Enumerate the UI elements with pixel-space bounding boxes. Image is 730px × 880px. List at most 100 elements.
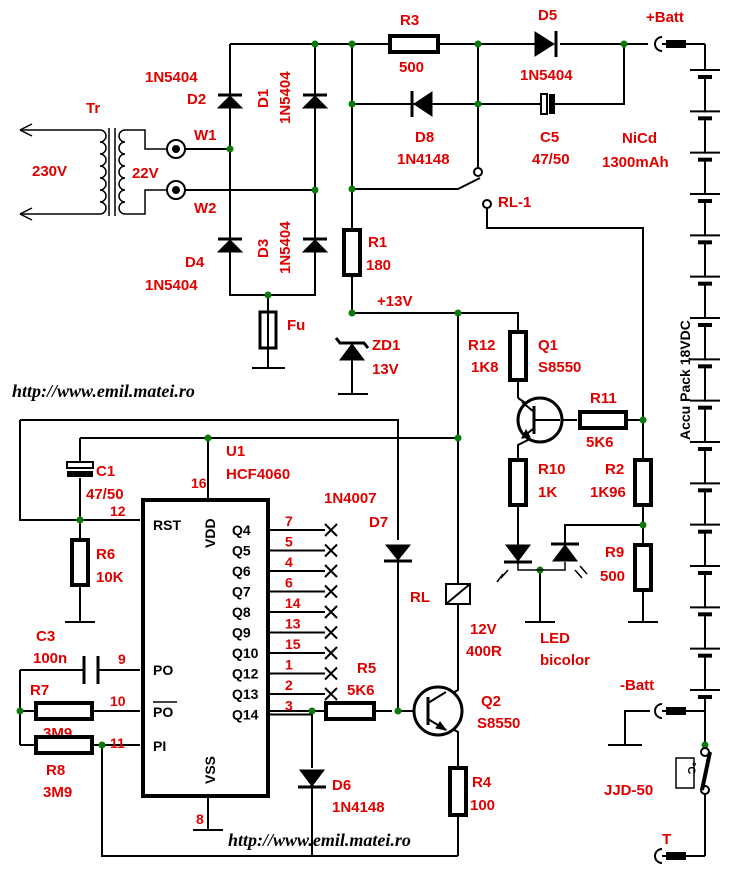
r1-value: 180 [366, 257, 391, 274]
d5-symbol [534, 31, 555, 57]
c3-ref: C3 [36, 628, 55, 645]
no-connect-mark [324, 605, 338, 619]
r12-value: 1K8 [471, 359, 499, 376]
battery-cell-gap [700, 319, 710, 324]
battery-cell-gap [700, 691, 710, 696]
d4-ref: D4 [185, 254, 205, 271]
ic-pin-po-bar-num: 10 [110, 693, 126, 709]
watermark-bottom: http://www.emil.matei.ro [228, 830, 411, 850]
battery-cell-gap [700, 608, 710, 614]
d3-part: 1N5404 [277, 221, 294, 274]
battery-cell-gap [700, 71, 710, 76]
r3-symbol [388, 34, 440, 54]
ic-u1-body [141, 498, 270, 798]
ic-vss-label: VSS [202, 756, 218, 784]
r5-symbol [324, 701, 376, 721]
ic-ref: U1 [226, 443, 245, 460]
relay-contact-label: RL-1 [498, 194, 531, 211]
ic-pin-pi: PI [153, 738, 166, 754]
battery-cells [690, 69, 720, 699]
d1-part: 1N5404 [277, 71, 294, 124]
r6-value: 10K [96, 569, 124, 586]
r10-symbol [508, 458, 528, 507]
r11-ref: R11 [590, 390, 617, 407]
r1-symbol [342, 228, 362, 277]
ic-output-pin-number: 14 [285, 595, 301, 611]
secondary-voltage: 22V [132, 165, 159, 182]
ic-output-pin-q8: Q8 [232, 604, 251, 620]
q2-symbol [412, 685, 464, 737]
battery-cell-gap [700, 525, 710, 531]
r6-symbol [70, 538, 90, 587]
d2-part: 1N5404 [145, 69, 198, 86]
c3-value: 100n [33, 650, 67, 667]
ic-output-pin-number: 2 [285, 677, 293, 693]
relay-contact-no [482, 199, 492, 209]
c5-symbol [540, 93, 548, 115]
thermal-label: T [662, 831, 671, 848]
battery-cell-gap [700, 112, 710, 118]
terminal-w1: W1 [194, 127, 217, 144]
r7-ref: R7 [30, 682, 49, 699]
c1-value: 47/50 [86, 486, 124, 503]
relay-coil: 400R [466, 643, 502, 660]
thermostat-mark: °C [685, 762, 697, 774]
thermostat-switch [675, 747, 712, 795]
battery-capacity: 1300mAh [602, 154, 669, 171]
r12-ref: R12 [468, 337, 496, 354]
battery-cell-gap [700, 360, 710, 366]
ic-pin-rst: RST [153, 517, 181, 533]
ic-pin-po-bar: PO [153, 704, 173, 720]
d8-symbol [413, 91, 433, 117]
primary-voltage: 230V [32, 163, 67, 180]
battery-pack-label: Accu Pack 18VDC [677, 320, 693, 440]
d2-ref: D2 [187, 91, 206, 108]
c1-symbol [66, 461, 94, 469]
ic-output-pin-number: 6 [285, 575, 293, 591]
r9-ref: R9 [605, 544, 624, 561]
transformer [19, 123, 186, 221]
c5-value: 47/50 [532, 151, 570, 168]
r8-symbol [34, 735, 94, 755]
ic-output-pin-number: 15 [285, 636, 301, 652]
ic-output-pin-number: 7 [285, 513, 293, 529]
d6-ref: D6 [332, 777, 351, 794]
ic-output-pin-number: 3 [285, 698, 293, 714]
d5-part: 1N5404 [520, 67, 573, 84]
no-connect-mark [324, 564, 338, 578]
d7-symbol [384, 544, 412, 561]
zd1-ref: ZD1 [372, 337, 400, 354]
ic-output-pin-number: 5 [285, 534, 293, 550]
q2-ref: Q2 [481, 693, 501, 710]
r10-value: 1K [538, 484, 557, 501]
relay-contact-common [473, 167, 483, 177]
supply-13v: +13V [377, 293, 412, 310]
ic-output-pin-q10: Q10 [232, 645, 259, 661]
led-line2: bicolor [540, 652, 590, 669]
ic-vss-pin: 8 [196, 811, 204, 827]
r4-ref: R4 [472, 774, 492, 791]
ic-output-pin-q13: Q13 [232, 686, 259, 702]
fuse-ref: Fu [287, 317, 305, 334]
r5-ref: R5 [357, 660, 376, 677]
d7-part: 1N4007 [324, 490, 377, 507]
q2-part: S8550 [477, 715, 520, 732]
r9-symbol [633, 543, 653, 592]
r1-ref: R1 [368, 234, 387, 251]
battery-cell-gap [700, 277, 710, 283]
ic-output-pin-number: 4 [285, 554, 293, 570]
r2-value: 1K96 [590, 484, 626, 501]
r2-symbol [633, 458, 653, 507]
ic-vdd-label: VDD [202, 518, 218, 548]
ic-output-pin-number: 1 [285, 657, 293, 673]
r4-symbol [448, 766, 468, 817]
r9-value: 500 [600, 568, 625, 585]
r11-value: 5K6 [586, 434, 614, 451]
ic-output-pin-q14: Q14 [232, 707, 259, 723]
r10-ref: R10 [538, 461, 566, 478]
ic-output-pin-number: 13 [285, 616, 301, 632]
ic-output-pin-q6: Q6 [232, 563, 251, 579]
battery-cell-gap [700, 484, 710, 490]
